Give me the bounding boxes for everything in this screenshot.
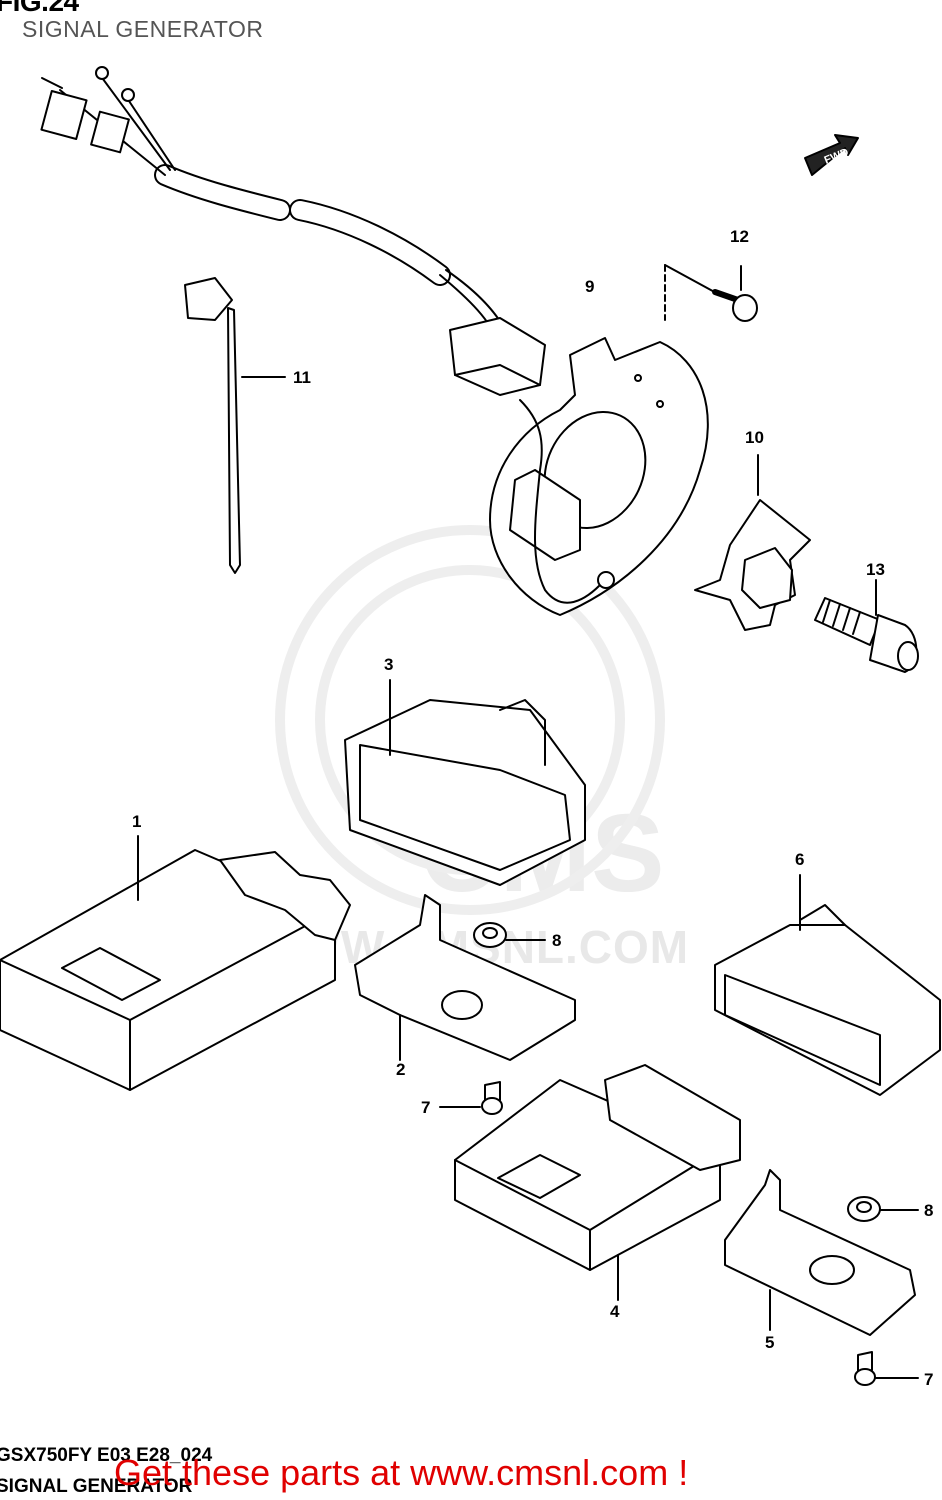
callout-7-lower: 7	[924, 1370, 934, 1389]
callout-12: 12	[730, 227, 749, 246]
bracket-2	[354, 894, 576, 1061]
model-code: GSX750FY E03 E28_024	[0, 1445, 213, 1466]
promo-link[interactable]: Get these parts at www.cmsnl.com !	[114, 1452, 689, 1493]
nut-8-upper	[473, 922, 546, 948]
callout-3: 3	[384, 655, 394, 674]
callout-10: 10	[745, 428, 764, 447]
figure-subtitle: SIGNAL GENERATOR	[22, 16, 264, 42]
callout-1: 1	[132, 812, 142, 831]
callout-6: 6	[795, 850, 805, 869]
wiring-harness	[40, 66, 546, 396]
figure-title: FIG.24	[0, 0, 79, 17]
nut-8-lower	[847, 1196, 919, 1222]
callout-7-upper: 7	[421, 1098, 431, 1117]
cover-6	[714, 874, 941, 1096]
callout-8-upper: 8	[552, 931, 562, 950]
signal-generator-plate	[489, 337, 709, 616]
control-unit-4	[454, 1064, 741, 1301]
bolt-13	[814, 579, 919, 673]
callout-2: 2	[396, 1060, 406, 1079]
cable-tie-11	[184, 277, 286, 574]
control-unit-1	[0, 835, 351, 1091]
fwd-arrow-icon	[804, 134, 859, 176]
screw-12	[664, 264, 758, 322]
screw-7-upper	[439, 1081, 503, 1115]
rotor-10	[694, 454, 811, 631]
cover-3	[344, 679, 586, 886]
callout-5: 5	[765, 1333, 775, 1352]
screw-7-lower	[854, 1351, 919, 1386]
callout-9: 9	[585, 277, 595, 296]
callout-8-lower: 8	[924, 1201, 934, 1220]
footer-name: SIGNAL GENERATOR	[0, 1476, 193, 1497]
callout-13: 13	[866, 560, 885, 579]
callout-4: 4	[610, 1302, 620, 1321]
bracket-5	[724, 1169, 916, 1336]
callout-11: 11	[293, 368, 311, 387]
